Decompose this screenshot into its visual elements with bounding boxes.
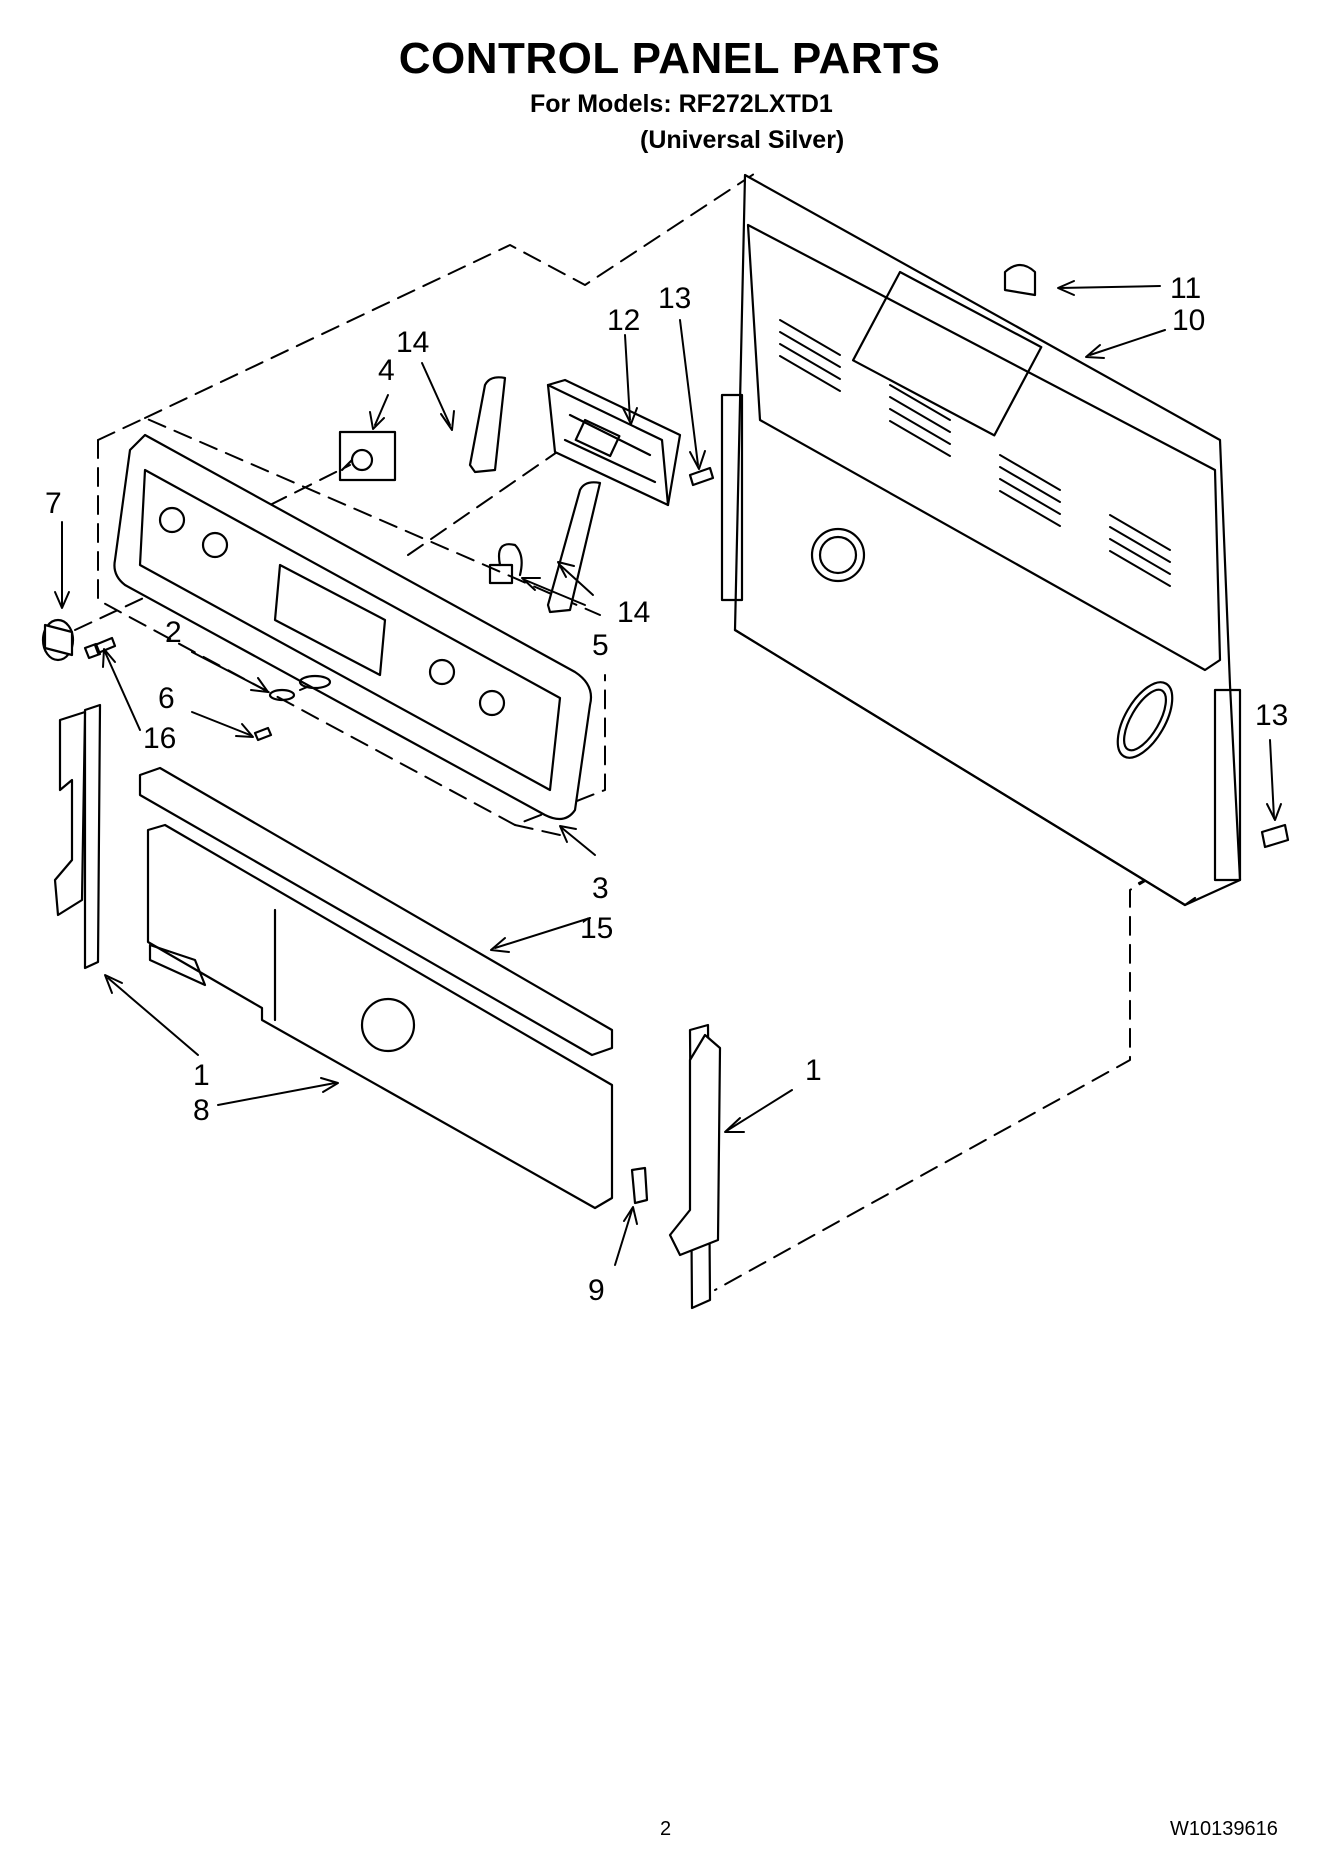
screw-6 xyxy=(253,726,273,742)
callout-4: 4 xyxy=(378,354,395,387)
rail xyxy=(138,766,614,1057)
callout-1-left: 1 xyxy=(193,1059,210,1092)
control-console xyxy=(113,433,593,821)
callout-6: 6 xyxy=(158,682,175,715)
callout-14-upper: 14 xyxy=(396,326,429,359)
callout-5: 5 xyxy=(592,629,609,662)
leader-lines xyxy=(54,280,1282,1266)
callout-10: 10 xyxy=(1172,304,1205,337)
electronic-control xyxy=(546,378,682,507)
rear-panel-vent-louvers xyxy=(779,319,1171,587)
manifold-panel xyxy=(146,823,614,1210)
callout-2: 2 xyxy=(165,616,182,649)
models-line: For Models: RF272LXTD1 xyxy=(530,90,833,118)
callout-15: 15 xyxy=(580,912,613,945)
switch xyxy=(338,430,397,482)
screw-9 xyxy=(630,1166,649,1205)
screw-13-lower xyxy=(1260,823,1290,849)
callout-1-right: 1 xyxy=(805,1054,822,1087)
screw-16 xyxy=(83,636,117,660)
callout-13-upper: 13 xyxy=(658,282,691,315)
callout-16: 16 xyxy=(143,722,176,755)
assembly-dashed-lines xyxy=(74,169,1156,1291)
screw-13-upper xyxy=(688,466,715,487)
callout-9: 9 xyxy=(588,1274,605,1307)
callout-3: 3 xyxy=(592,872,609,905)
callout-numbers: 7 4 14 12 13 11 10 14 5 2 6 16 3 15 13 1… xyxy=(45,272,1288,1307)
color-line: (Universal Silver) xyxy=(640,126,845,154)
document-id: W10139616 xyxy=(1170,1818,1278,1840)
bracket-14-upper xyxy=(468,376,507,474)
callout-13-lower: 13 xyxy=(1255,699,1288,732)
page-title: CONTROL PANEL PARTS xyxy=(398,34,941,83)
clip xyxy=(1003,263,1037,297)
bracket-14-lower xyxy=(546,481,602,614)
callout-14-lower: 14 xyxy=(617,596,650,629)
end-cap-left xyxy=(53,703,102,970)
page-number: 2 xyxy=(660,1818,672,1840)
wire-harness xyxy=(488,543,523,585)
knob xyxy=(41,618,75,662)
callout-8: 8 xyxy=(193,1094,210,1127)
callout-7: 7 xyxy=(45,487,62,520)
callout-11: 11 xyxy=(1170,272,1201,305)
callout-12: 12 xyxy=(607,304,640,337)
end-cap-right xyxy=(668,1023,722,1310)
rear-panel xyxy=(720,173,1242,907)
